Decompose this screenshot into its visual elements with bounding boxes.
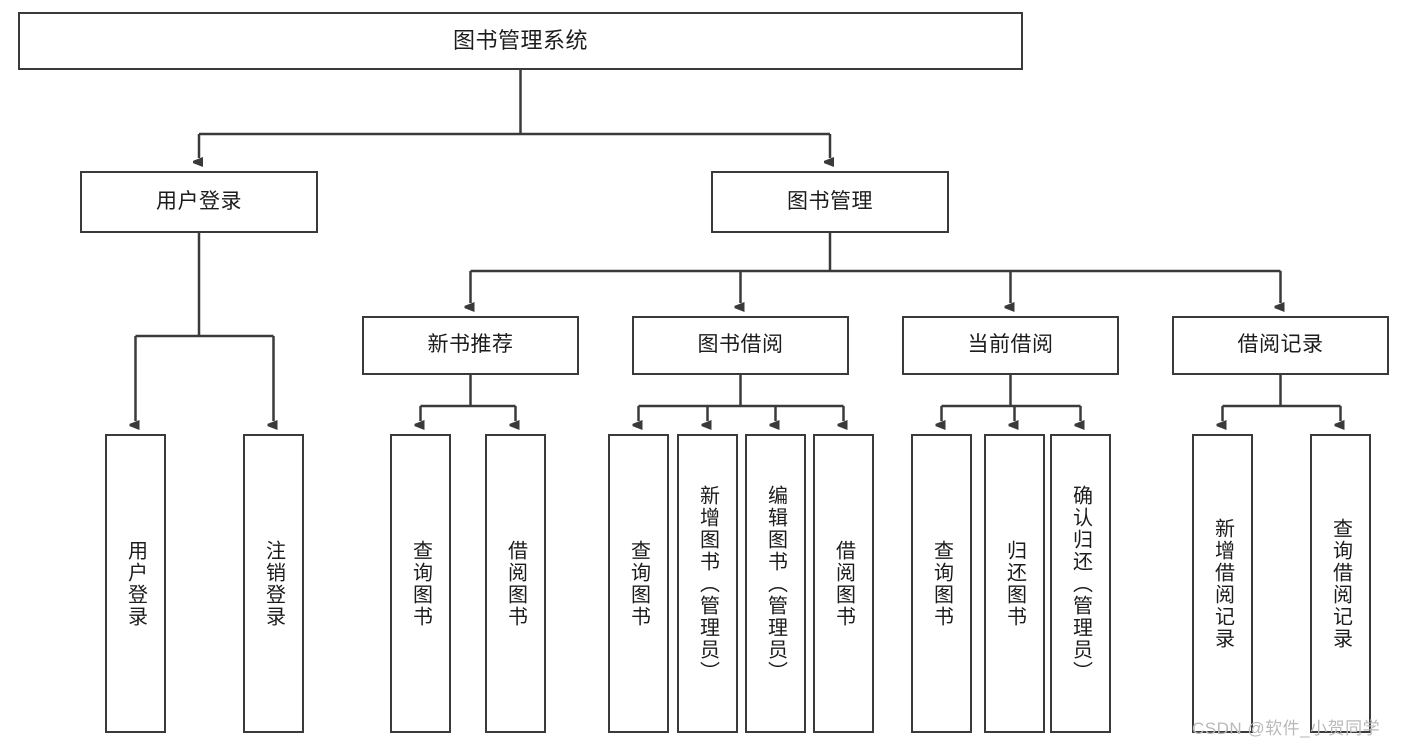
node-leaf-query-book-1[interactable]: 查询图书 (390, 434, 451, 733)
node-borrow-record[interactable]: 借阅记录 (1172, 316, 1389, 375)
node-book-borrow[interactable]: 图书借阅 (632, 316, 849, 375)
node-leaf-add-book[interactable]: 新增图书（管理员） (677, 434, 738, 733)
node-label: 图书管理 (787, 189, 873, 213)
node-leaf-borrow-book-1[interactable]: 借阅图书 (485, 434, 546, 733)
node-user-login[interactable]: 用户登录 (80, 171, 318, 233)
node-label: 图书借阅 (697, 333, 784, 357)
node-label: 编辑图书（管理员） (764, 484, 787, 683)
node-label: 查询借阅记录 (1329, 517, 1352, 650)
node-label: 借阅图书 (832, 539, 855, 628)
node-leaf-user-login[interactable]: 用户登录 (105, 434, 166, 733)
node-leaf-query-record[interactable]: 查询借阅记录 (1310, 434, 1371, 733)
node-leaf-borrow-book-2[interactable]: 借阅图书 (813, 434, 874, 733)
node-label: 新增图书（管理员） (696, 484, 719, 683)
node-label: 新增借阅记录 (1211, 517, 1234, 650)
node-new-book-rec[interactable]: 新书推荐 (362, 316, 579, 375)
node-label: 归还图书 (1003, 539, 1026, 628)
node-leaf-edit-book[interactable]: 编辑图书（管理员） (745, 434, 806, 733)
node-label: 当前借阅 (967, 333, 1054, 357)
node-label: 借阅图书 (504, 539, 527, 628)
node-leaf-query-book-3[interactable]: 查询图书 (911, 434, 972, 733)
node-label: 用户登录 (156, 189, 242, 213)
node-current-borrow[interactable]: 当前借阅 (902, 316, 1119, 375)
node-book-manage[interactable]: 图书管理 (711, 171, 949, 233)
node-label: 用户登录 (124, 539, 147, 628)
node-label: 新书推荐 (427, 333, 514, 357)
csdn-watermark: CSDN @软件_小贺同学 (1192, 719, 1381, 738)
node-label: 注销登录 (262, 539, 285, 628)
node-label: 查询图书 (627, 539, 650, 628)
node-leaf-confirm-return[interactable]: 确认归还（管理员） (1050, 434, 1111, 733)
node-label: 查询图书 (930, 539, 953, 628)
node-leaf-add-record[interactable]: 新增借阅记录 (1192, 434, 1253, 733)
node-label: 图书管理系统 (452, 28, 588, 54)
node-leaf-return-book[interactable]: 归还图书 (984, 434, 1045, 733)
node-leaf-logout[interactable]: 注销登录 (243, 434, 304, 733)
node-label: 确认归还（管理员） (1069, 484, 1092, 683)
node-label: 查询图书 (409, 539, 432, 628)
node-label: 借阅记录 (1237, 333, 1324, 357)
node-leaf-query-book-2[interactable]: 查询图书 (608, 434, 669, 733)
node-root[interactable]: 图书管理系统 (18, 12, 1023, 70)
